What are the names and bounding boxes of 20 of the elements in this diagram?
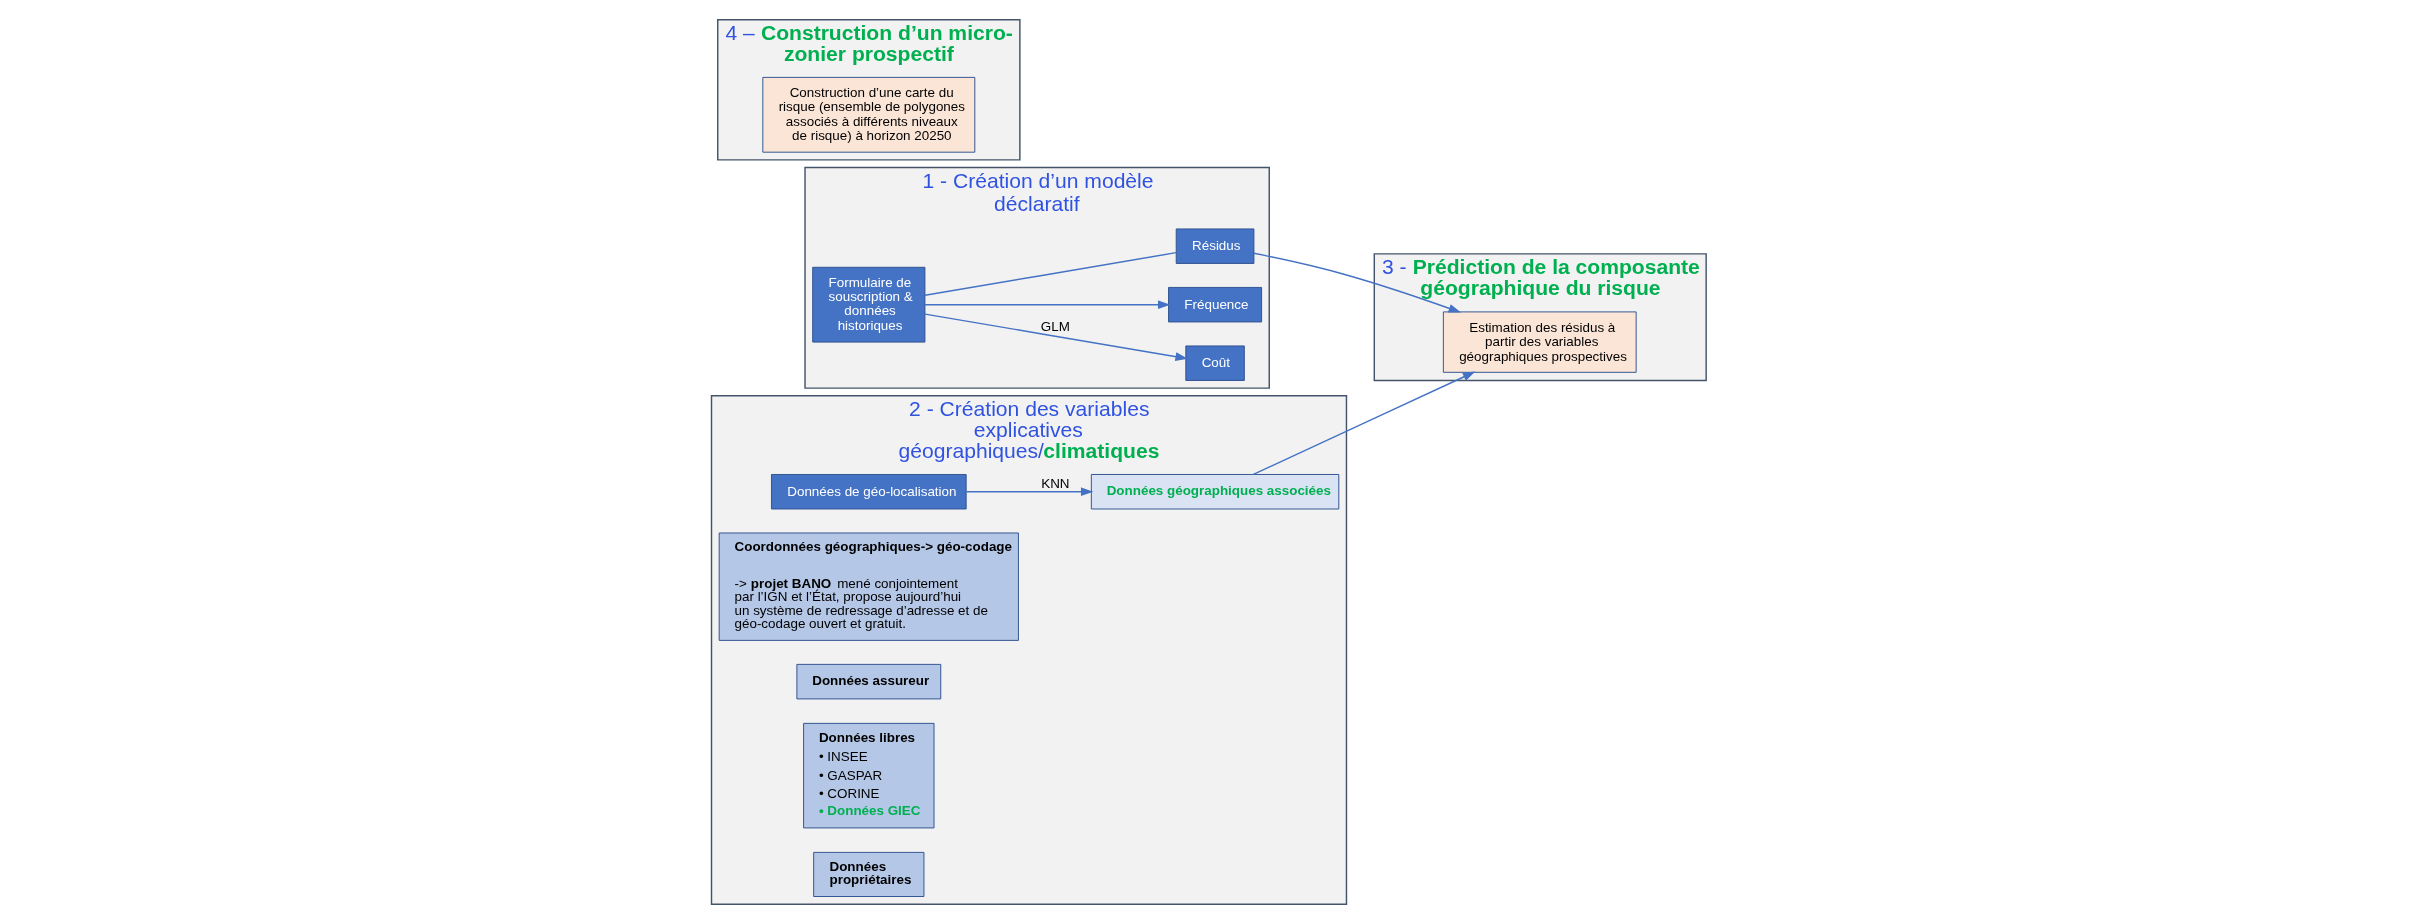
arrow <box>1253 252 1462 313</box>
node-box: Données assureur <box>796 663 942 700</box>
node-box: Données libres • INSEE • GASPAR • CORINE • Données GIEC <box>803 722 935 829</box>
arrow <box>924 313 1188 361</box>
node-box: Coordonnées géographiques-> géo-codage -> projet BANO mené conjointement par l’IGN et l’État, propose aujourd’hui un système de redressage d’adresse et de géo-codage ouvert et gratuit. <box>718 532 1019 641</box>
node-box: Données de géo-localisation <box>771 474 967 510</box>
node-box: Construction d’une carte du risque (ensemble de polygones associés à différents niveaux de risque) à horizon 20250 <box>762 76 976 153</box>
node-box: Formulaire de souscription & données historiques <box>812 266 926 343</box>
arrow <box>924 300 1171 310</box>
connector <box>924 251 1177 297</box>
node-box: Résidus <box>1175 228 1255 264</box>
edge-label: GLM <box>1040 318 1070 334</box>
arrow <box>1252 371 1476 476</box>
node-box: Données géographiques associées <box>1090 474 1340 510</box>
node-box: Fréquence <box>1168 286 1263 323</box>
node-box: Estimation des résidus à partir des variables géographiques prospectives <box>1442 311 1637 373</box>
node-box: Données propriétaires <box>813 851 925 897</box>
arrow <box>965 487 1094 497</box>
node-box: Coût <box>1185 345 1245 381</box>
edge-label: KNN <box>1041 476 1070 492</box>
